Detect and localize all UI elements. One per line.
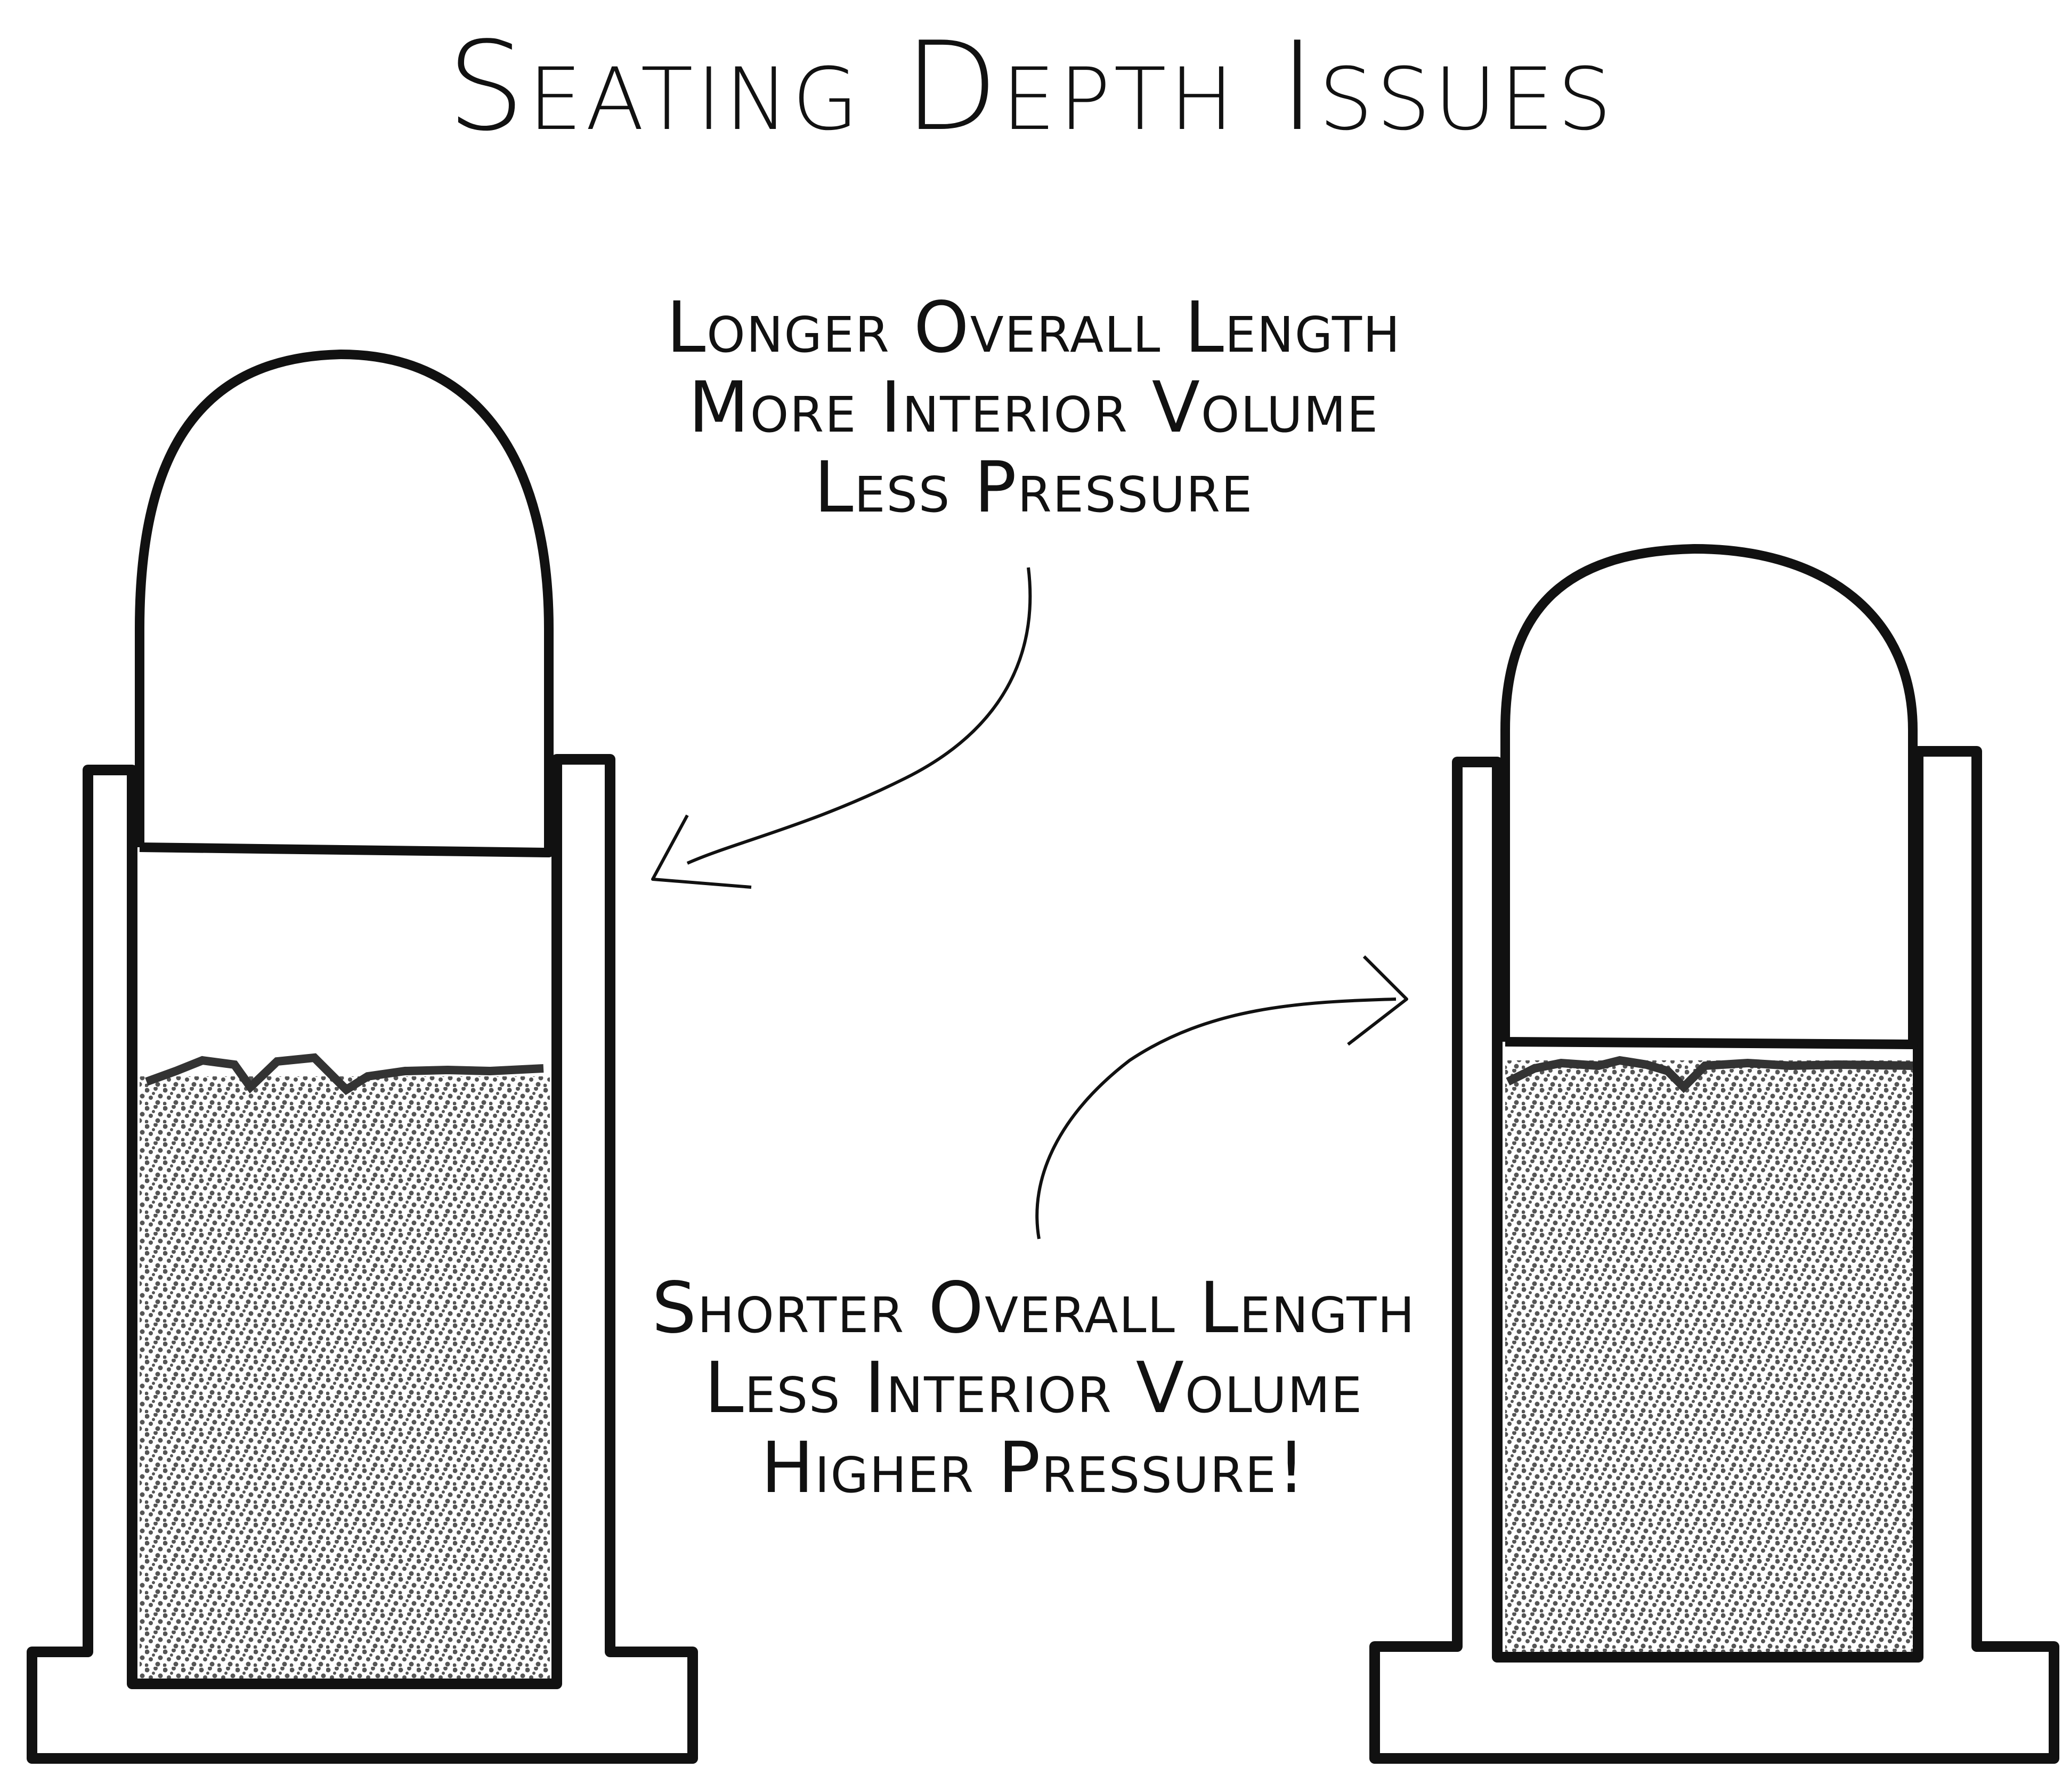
arrow-to-left-cartridge bbox=[651, 567, 1032, 889]
diagram-title: Seating Depth Issues bbox=[447, 16, 1615, 158]
left-case-outline bbox=[27, 754, 698, 1764]
shorter-oal-line-2: Less Interior Volume bbox=[704, 1347, 1363, 1429]
left-powder-surface bbox=[145, 1053, 544, 1096]
left-bullet bbox=[135, 350, 554, 857]
shorter-oal-line-3: Higher Pressure! bbox=[761, 1427, 1306, 1509]
right-powder-charge bbox=[1505, 1060, 1913, 1652]
longer-oal-line-1: Longer Overall Length bbox=[666, 287, 1401, 369]
left-powder-charge bbox=[140, 1076, 550, 1679]
longer-oal-line-3: Less Pressure bbox=[814, 447, 1254, 529]
shorter-oal-label: Shorter Overall Length Less Interior Vol… bbox=[623, 1268, 1444, 1508]
right-cartridge bbox=[1369, 544, 2059, 1764]
left-cartridge bbox=[27, 350, 698, 1764]
arrow-to-right-cartridge bbox=[1035, 955, 1408, 1239]
shorter-oal-line-1: Shorter Overall Length bbox=[652, 1267, 1416, 1349]
longer-oal-label: Longer Overall Length More Interior Volu… bbox=[634, 288, 1433, 528]
longer-oal-line-2: More Interior Volume bbox=[688, 367, 1379, 449]
right-bullet bbox=[1500, 544, 1918, 1049]
right-powder-surface bbox=[1506, 1056, 1913, 1093]
right-case-outline bbox=[1369, 746, 2059, 1764]
